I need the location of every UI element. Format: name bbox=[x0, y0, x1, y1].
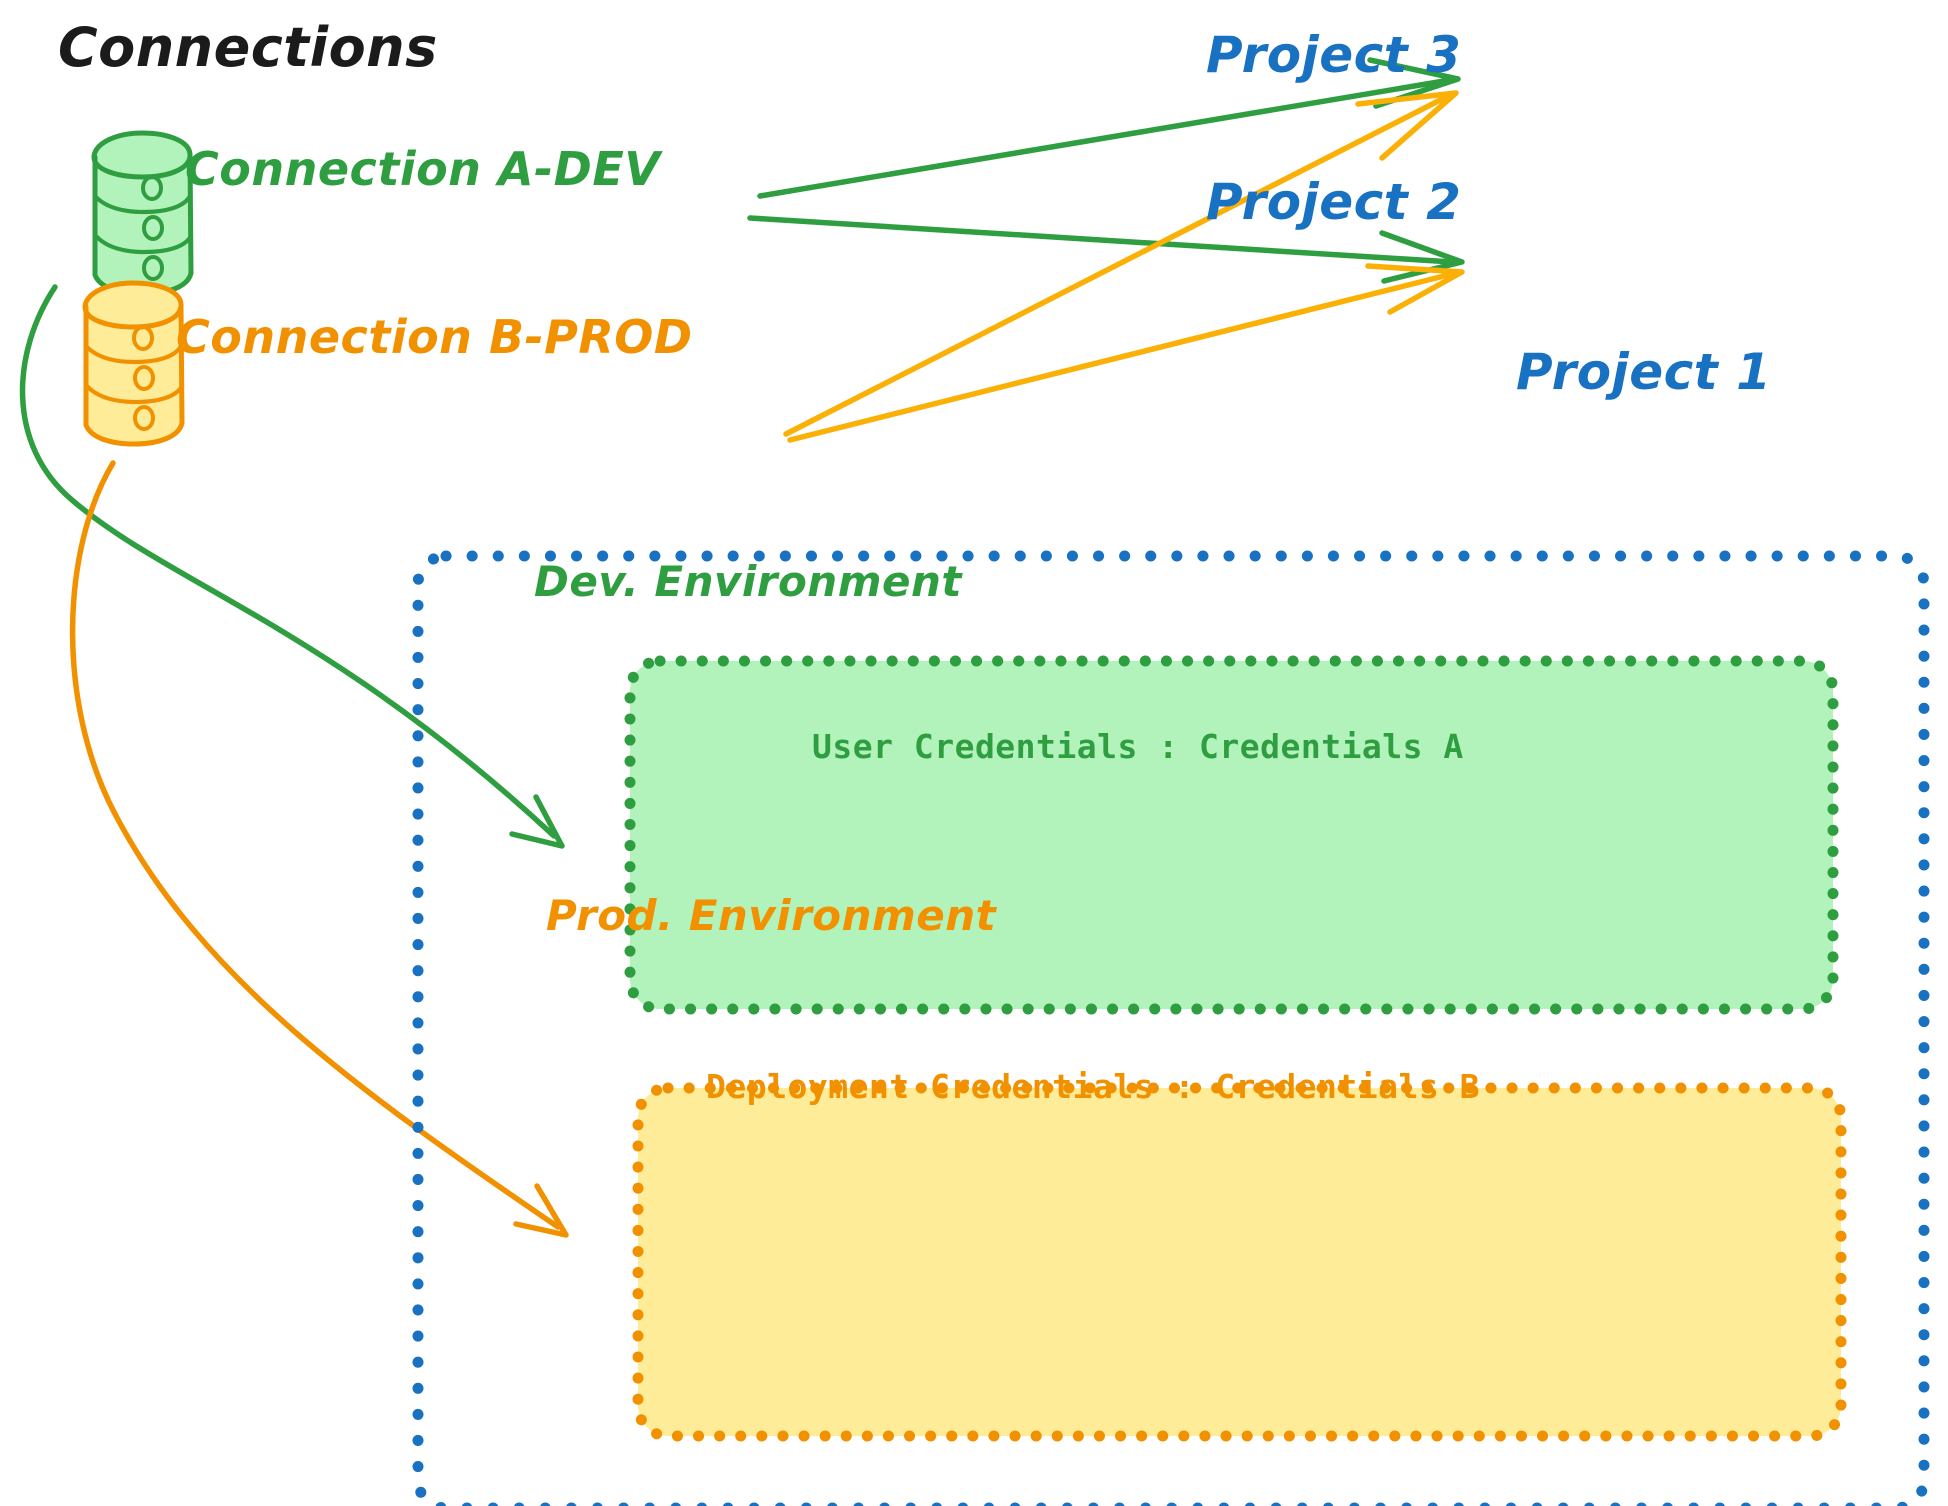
project-2-label[interactable]: Project 2 bbox=[1206, 173, 1462, 231]
connection-b-prod-label[interactable]: Connection B-PROD bbox=[176, 310, 693, 364]
arrow-conn-b-to-project-2 bbox=[787, 263, 1465, 443]
dev-environment-credentials: User Credentials : Credentials A bbox=[812, 727, 1464, 766]
prod-environment-credentials: Deployment Credentials : Credentials B bbox=[706, 1067, 1480, 1106]
database-cylinder-icon[interactable] bbox=[82, 280, 185, 447]
project-1-label[interactable]: Project 1 bbox=[1516, 343, 1772, 401]
dev-environment-box[interactable] bbox=[624, 655, 1839, 1015]
connection-a-dev-label[interactable]: Connection A-DEV bbox=[185, 142, 661, 196]
project-3-label[interactable]: Project 3 bbox=[1206, 26, 1462, 84]
database-cylinder-icon[interactable] bbox=[91, 130, 194, 297]
arrow-conn-a-to-dev-environment bbox=[19, 284, 565, 849]
prod-environment-title: Prod. Environment bbox=[546, 891, 997, 940]
prod-environment-box[interactable] bbox=[632, 1082, 1847, 1442]
arrow-conn-b-to-project-3 bbox=[783, 90, 1459, 437]
dev-environment-title: Dev. Environment bbox=[534, 557, 962, 606]
arrow-conn-b-to-prod-environment bbox=[69, 460, 569, 1238]
arrow-conn-a-to-project-2 bbox=[747, 215, 1465, 284]
page-title: Connections bbox=[58, 16, 438, 79]
